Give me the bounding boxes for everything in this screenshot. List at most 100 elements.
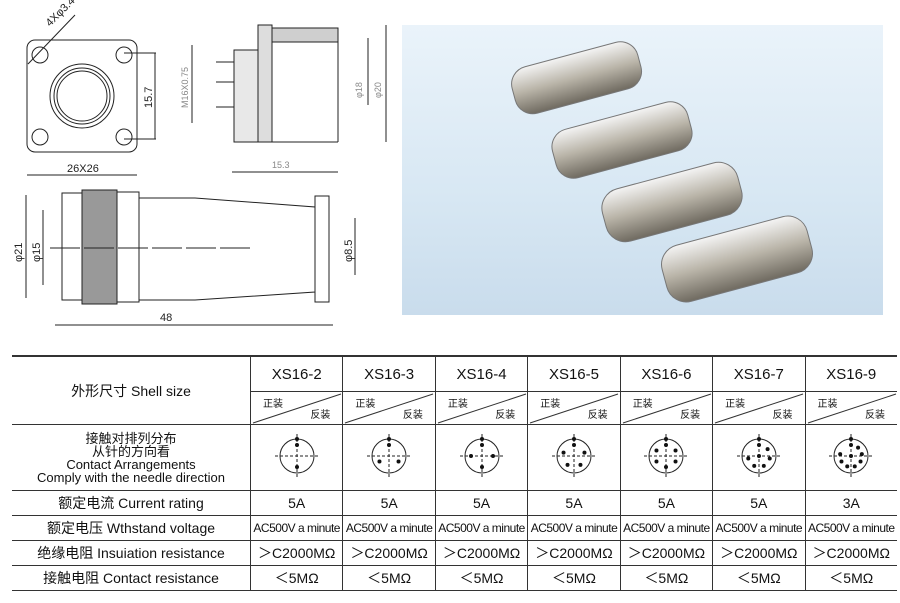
row-value: ＜5MΩ bbox=[249, 565, 343, 591]
pin-dot bbox=[853, 464, 858, 469]
pin-dot bbox=[468, 454, 473, 458]
pin-diagram-cell bbox=[342, 424, 436, 491]
orient-forward: 正装 bbox=[447, 399, 468, 410]
orientation-cell: 正装反装 bbox=[527, 391, 621, 425]
row-value: AC500V a minute bbox=[804, 515, 897, 541]
row-value: ＜5MΩ bbox=[619, 565, 713, 591]
orient-forward: 正装 bbox=[263, 399, 283, 410]
pin-dot bbox=[756, 443, 761, 447]
pin-dot bbox=[654, 459, 659, 464]
row-value: 5A bbox=[527, 490, 621, 516]
pin-layout-icon bbox=[551, 434, 596, 478]
pin-dot bbox=[849, 443, 854, 447]
row-label: 额定电压 Wthstand voltage bbox=[12, 515, 251, 541]
pin-layout-icon bbox=[367, 434, 412, 478]
length-48-dimension: 48 bbox=[160, 312, 172, 324]
model-header: XS16-5 bbox=[527, 355, 621, 392]
row-value: ＜5MΩ bbox=[527, 565, 621, 591]
pin-dot bbox=[664, 465, 669, 469]
orientation-cell: 正装反装 bbox=[342, 391, 436, 425]
row-value: ＜5MΩ bbox=[434, 565, 528, 591]
row-value: ＞C2000MΩ bbox=[342, 540, 436, 566]
pin-dot bbox=[490, 454, 495, 458]
row-value: AC500V a minute bbox=[342, 515, 436, 541]
row-value: ＜5MΩ bbox=[804, 565, 897, 591]
pin-layout-icon bbox=[459, 434, 504, 478]
diagonal-divider bbox=[345, 393, 434, 424]
orient-reverse: 反装 bbox=[680, 410, 701, 421]
pin-dot bbox=[765, 447, 770, 452]
pin-dot bbox=[561, 450, 566, 455]
side-section-view: M16X0.75 φ18 φ20 15.3 bbox=[180, 24, 387, 173]
pin-dot bbox=[746, 456, 751, 461]
pin-layout-icon bbox=[736, 434, 781, 478]
diagonal-divider bbox=[252, 393, 342, 424]
orient-reverse: 反装 bbox=[772, 410, 793, 421]
diagonal-divider bbox=[807, 393, 896, 424]
row-value: ＜5MΩ bbox=[342, 565, 436, 591]
row-value: AC500V a minute bbox=[619, 515, 713, 541]
pin-layout-icon bbox=[829, 434, 874, 478]
row-value: ＞C2000MΩ bbox=[804, 540, 897, 566]
pin-diagram-cell bbox=[249, 424, 343, 491]
d18-dimension: φ18 bbox=[354, 82, 364, 98]
pin-layout-icon bbox=[274, 434, 319, 478]
diagonal-divider bbox=[437, 393, 527, 424]
row-value: 5A bbox=[619, 490, 713, 516]
length-15-3-dimension: 15.3 bbox=[272, 160, 290, 170]
orient-forward: 正装 bbox=[725, 399, 746, 410]
technical-drawings: 4Xφ3.4 15.7 26X26 M16X0.75 φ18 φ20 15.3 … bbox=[13, 0, 387, 326]
orient-reverse: 反装 bbox=[865, 410, 885, 421]
pin-dot bbox=[387, 443, 392, 447]
pin-dot bbox=[294, 443, 299, 447]
orient-forward: 正装 bbox=[632, 399, 653, 410]
row-value: ＞C2000MΩ bbox=[249, 540, 343, 566]
orient-reverse: 反装 bbox=[495, 410, 516, 421]
pin-diagram-cell bbox=[712, 424, 806, 491]
pin-dot bbox=[858, 459, 863, 464]
pin-dot bbox=[752, 463, 757, 468]
row-value: AC500V a minute bbox=[249, 515, 343, 541]
holes-dimension: 4Xφ3.4 bbox=[44, 0, 78, 29]
spec-table: 外形尺寸 Shell size XS16-2 XS16-3 XS16-4 XS1… bbox=[12, 355, 897, 591]
connector-photo-illustration bbox=[511, 41, 813, 303]
pin-dot bbox=[578, 462, 583, 467]
model-header: XS16-6 bbox=[619, 355, 713, 392]
pin-dot bbox=[582, 450, 587, 455]
row-value: ＞C2000MΩ bbox=[619, 540, 713, 566]
diagonal-divider bbox=[530, 393, 619, 424]
label-line: Contact Arrangements bbox=[66, 456, 196, 472]
pin-layout-icon bbox=[644, 434, 689, 478]
pin-dot bbox=[860, 452, 865, 457]
pin-diagram-cell bbox=[527, 424, 621, 491]
orient-forward: 正装 bbox=[355, 399, 376, 410]
row-label: 绝缘电阻 Insuiation resistance bbox=[12, 540, 251, 566]
orient-reverse: 反装 bbox=[402, 410, 423, 421]
pin-dot bbox=[294, 465, 299, 469]
pin-dot bbox=[845, 464, 850, 469]
product-photo bbox=[402, 25, 883, 315]
pin-dot bbox=[396, 459, 401, 464]
pin-dot bbox=[571, 443, 576, 447]
model-header: XS16-4 bbox=[434, 355, 528, 392]
pin-dot bbox=[838, 452, 843, 457]
pin-dot bbox=[756, 454, 761, 458]
pin-dot bbox=[479, 443, 484, 447]
pin-dot bbox=[654, 448, 659, 453]
row-value: 5A bbox=[712, 490, 806, 516]
pin-dot bbox=[839, 459, 844, 464]
pin-dot bbox=[761, 463, 766, 468]
d20-dimension: φ20 bbox=[373, 82, 383, 98]
model-header: XS16-7 bbox=[712, 355, 806, 392]
pin-dot bbox=[849, 454, 854, 458]
pin-diagram-cell bbox=[434, 424, 528, 491]
pin-dot bbox=[673, 459, 678, 464]
orientation-cell: 正装反装 bbox=[249, 391, 343, 425]
pin-dot bbox=[479, 465, 484, 469]
row-value: 5A bbox=[434, 490, 528, 516]
thread-dimension: M16X0.75 bbox=[180, 67, 190, 108]
pin-dot bbox=[664, 443, 669, 447]
label-line: 接触对排列分布 bbox=[85, 430, 177, 446]
row-value: ＞C2000MΩ bbox=[527, 540, 621, 566]
